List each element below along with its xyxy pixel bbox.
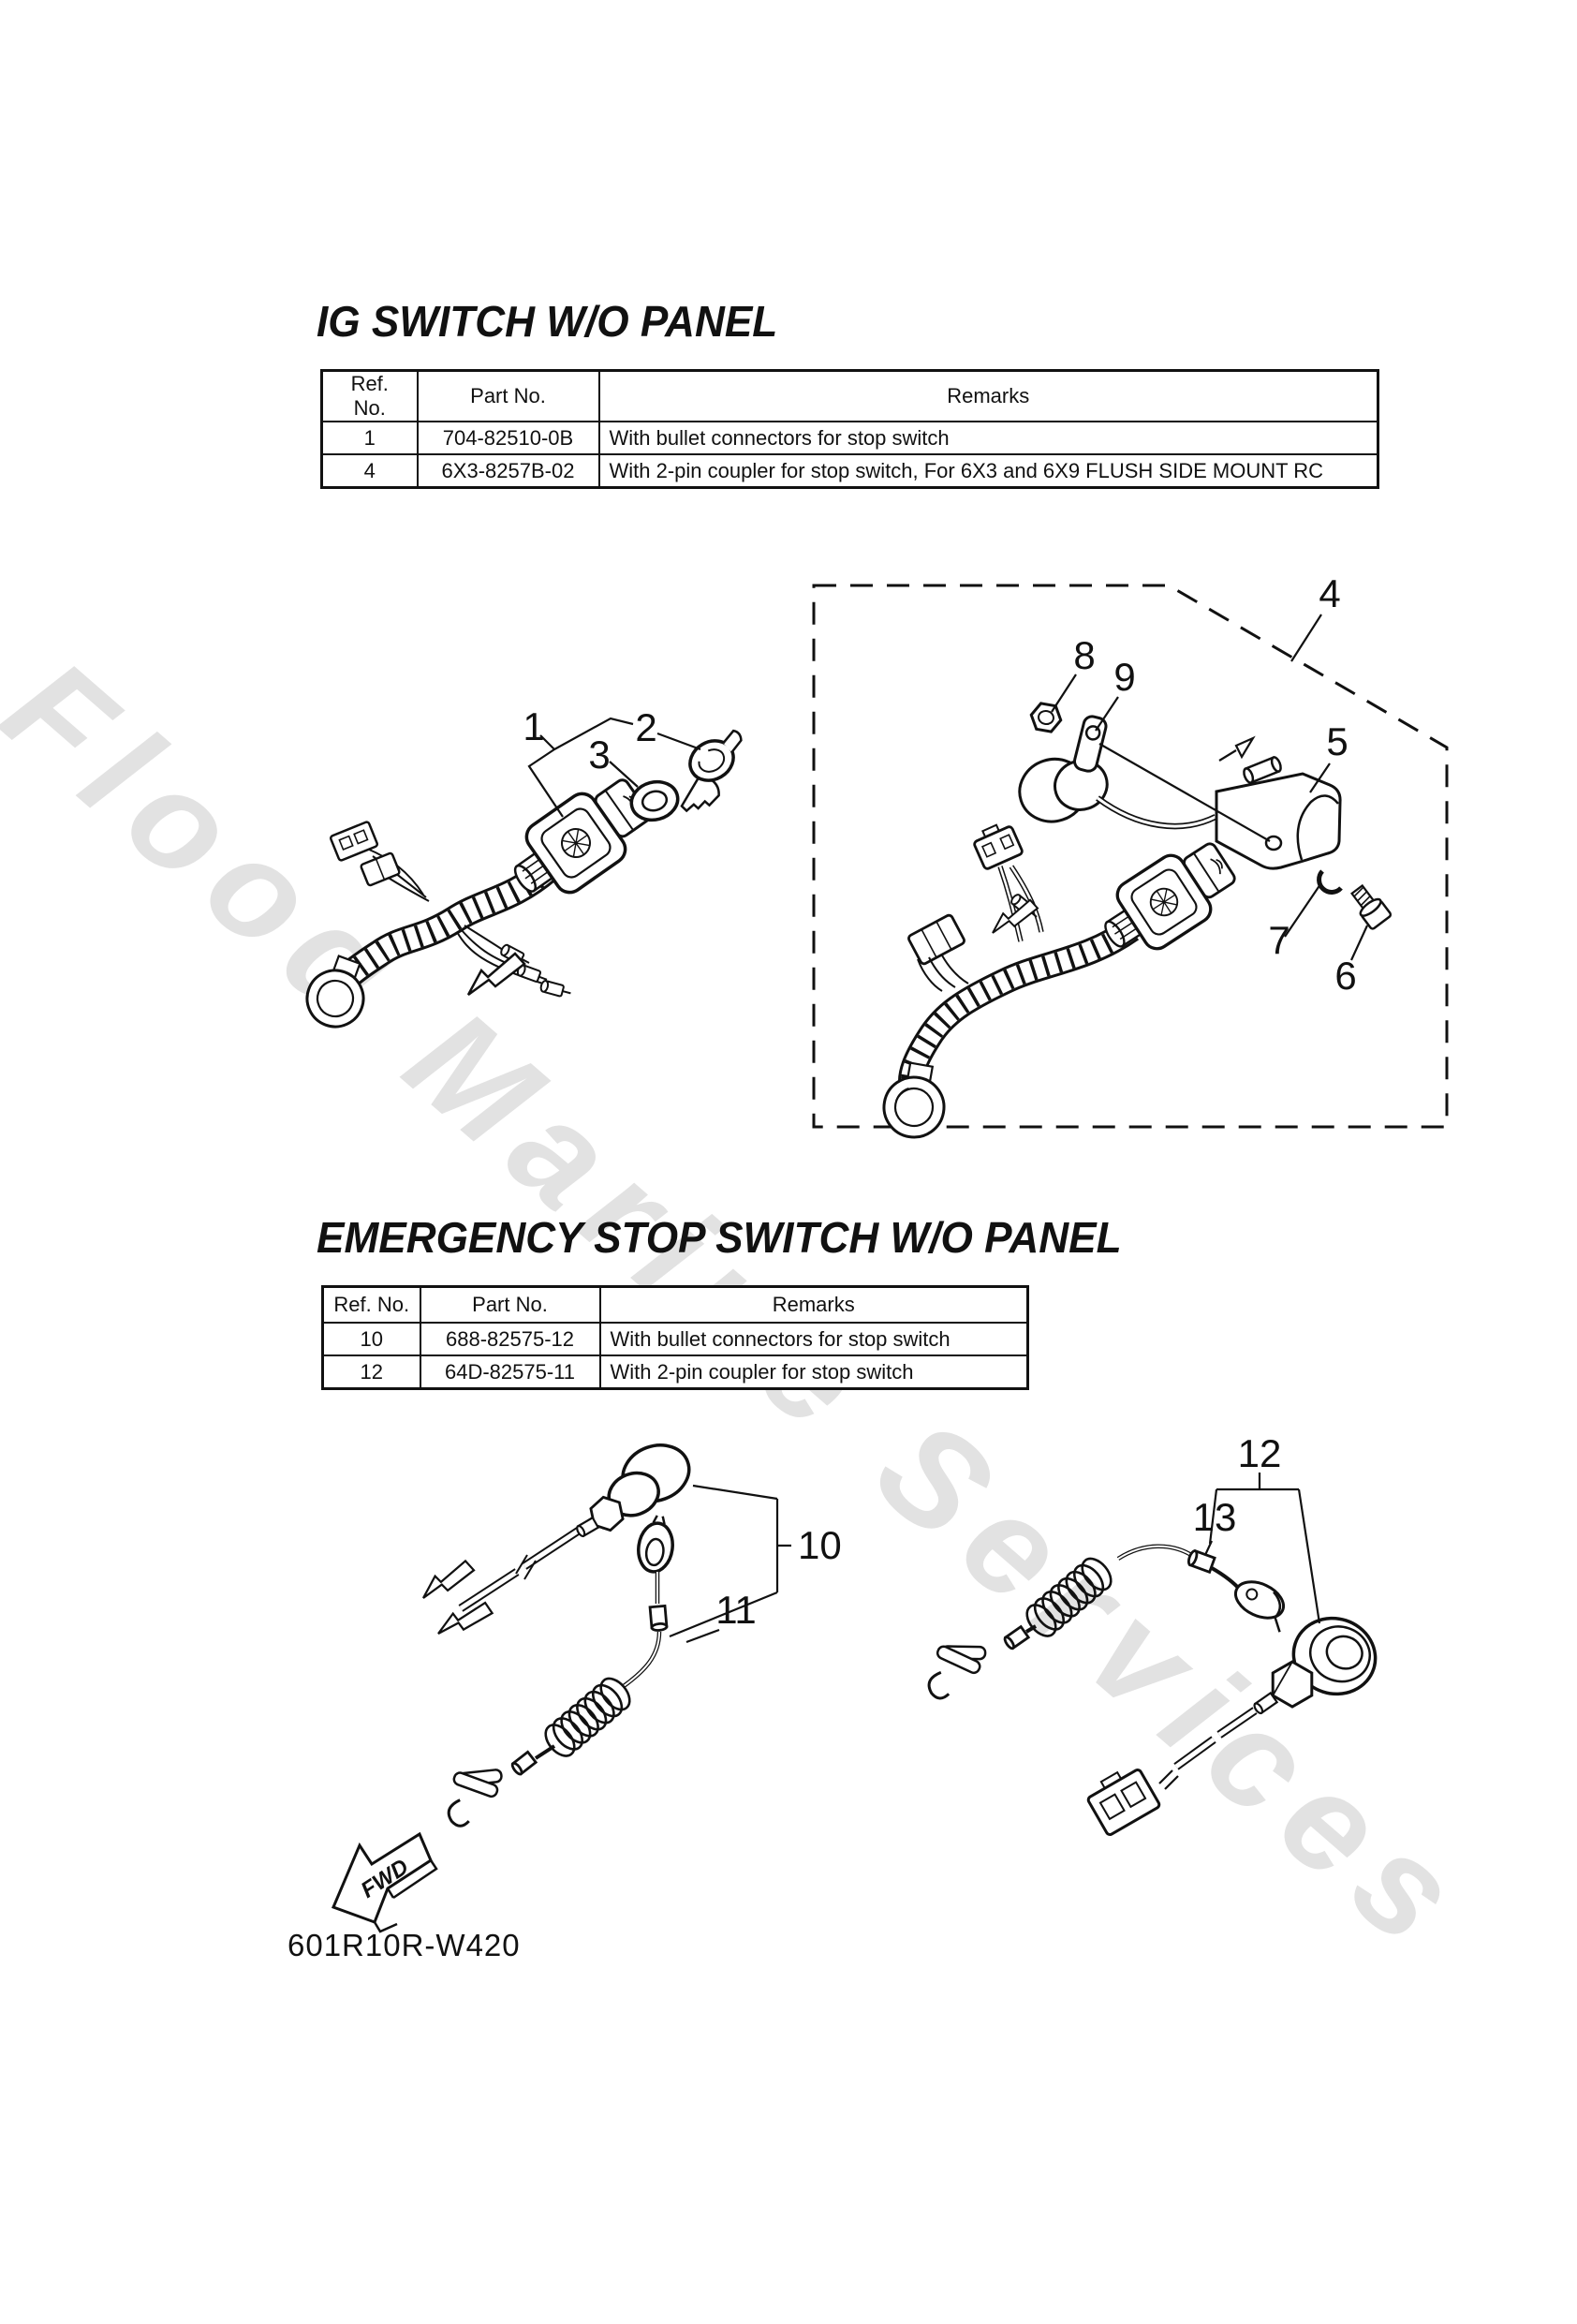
two-pin-connector xyxy=(1086,1769,1161,1836)
part-no-cell: 64D-82575-11 xyxy=(419,1354,601,1390)
ignition-key xyxy=(680,729,743,813)
lanyard-clip-ring xyxy=(637,1515,674,1574)
bolt xyxy=(1350,883,1393,930)
lanyard-hook-clip xyxy=(447,1769,503,1828)
direction-arrow-icon xyxy=(421,1560,476,1600)
part-no-cell: 704-82510-0B xyxy=(416,421,600,455)
ig-switch-parts-table: Ref. No. Part No. Remarks 1 704-82510-0B… xyxy=(320,369,1379,489)
table-row: 12 64D-82575-11 With 2-pin coupler for s… xyxy=(321,1354,1029,1390)
emergency-stop-switch-drawing-12 xyxy=(927,1473,1378,1836)
remarks-cell: With bullet connectors for stop switch xyxy=(597,421,1379,455)
ref-no-cell: 1 xyxy=(320,421,419,455)
callout-1: 1 xyxy=(523,704,544,748)
col-header-ref-no: Ref. No. xyxy=(320,369,419,422)
dashed-assembly-box xyxy=(812,584,1449,1129)
pin-connector xyxy=(907,913,965,966)
ref-no-cell: 4 xyxy=(320,453,419,489)
callout-12: 12 xyxy=(1238,1431,1282,1475)
col-header-part-no: Part No. xyxy=(416,369,600,422)
ig-switch-kit-drawing xyxy=(882,614,1393,1139)
col-header-part-no: Part No. xyxy=(419,1285,601,1324)
table-row: 1 704-82510-0B With bullet connectors fo… xyxy=(320,421,1379,455)
lock-washer-ring xyxy=(629,779,680,822)
round-connector xyxy=(882,1061,946,1139)
two-pin-coupler xyxy=(973,823,1024,870)
part-no-cell: 6X3-8257B-02 xyxy=(416,453,600,489)
ref-no-cell: 12 xyxy=(321,1354,421,1390)
section-title-ig-switch: IG SWITCH W/O PANEL xyxy=(317,297,778,346)
section-title-emergency-stop: EMERGENCY STOP SWITCH W/O PANEL xyxy=(317,1213,1122,1262)
table-header-row: Ref. No. Part No. Remarks xyxy=(321,1285,1029,1324)
rubber-boot xyxy=(1018,757,1109,823)
callout-2: 2 xyxy=(635,705,656,749)
col-header-ref-no: Ref. No. xyxy=(321,1285,421,1324)
drawing-code: 601R10R-W420 xyxy=(287,1928,521,1962)
part-no-cell: 688-82575-12 xyxy=(419,1322,601,1356)
callout-3: 3 xyxy=(588,733,610,777)
callout-11: 11 xyxy=(715,1588,757,1632)
cord-bead xyxy=(648,1604,669,1632)
callout-9: 9 xyxy=(1113,655,1135,699)
lanyard-clip xyxy=(1233,1580,1286,1633)
emergency-stop-switch-drawing-10 xyxy=(421,1443,791,1828)
lock-washer xyxy=(1317,869,1343,895)
nut xyxy=(1029,702,1063,733)
hex-collar xyxy=(589,1495,625,1532)
table-row: 10 688-82575-12 With bullet connectors f… xyxy=(321,1322,1029,1356)
col-header-remarks: Remarks xyxy=(597,369,1379,422)
ref-no-cell: 10 xyxy=(321,1322,421,1356)
pin-connector xyxy=(330,821,378,862)
table-row: 4 6X3-8257B-02 With 2-pin coupler for st… xyxy=(320,453,1379,489)
callout-7: 7 xyxy=(1268,918,1290,962)
nipple xyxy=(1253,1691,1279,1715)
callout-13: 13 xyxy=(1193,1495,1237,1539)
remarks-cell: With bullet connectors for stop switch xyxy=(598,1322,1029,1356)
ig-switch-harness-drawing xyxy=(305,717,743,1029)
nipple xyxy=(576,1516,600,1538)
lanyard-hook-clip xyxy=(927,1645,987,1700)
cylinder-pin xyxy=(1243,755,1282,785)
emergency-stop-parts-table: Ref. No. Part No. Remarks 10 688-82575-1… xyxy=(321,1285,1029,1390)
round-connector xyxy=(305,955,365,1029)
mount-tab xyxy=(1072,715,1108,773)
fwd-arrow-icon: FWD xyxy=(332,1831,438,1933)
callout-4: 4 xyxy=(1319,571,1340,615)
stop-switch-body xyxy=(1291,1616,1378,1696)
mount-bracket xyxy=(1215,772,1342,870)
callout-numbers: 1 2 3 4 5 6 7 8 9 10 11 12 13 xyxy=(523,571,1356,1632)
cord-bead-13 xyxy=(1186,1548,1216,1575)
remarks-cell: With 2-pin coupler for stop switch, For … xyxy=(597,453,1379,489)
callout-8: 8 xyxy=(1073,633,1095,677)
callout-5: 5 xyxy=(1326,719,1348,763)
pin-connector xyxy=(360,851,401,887)
cord-bead xyxy=(510,1750,538,1776)
col-header-remarks: Remarks xyxy=(598,1285,1029,1324)
cord-bead xyxy=(1003,1624,1031,1650)
remarks-cell: With 2-pin coupler for stop switch xyxy=(598,1354,1029,1390)
table-header-row: Ref. No. Part No. Remarks xyxy=(320,369,1379,422)
callout-6: 6 xyxy=(1334,954,1356,998)
hex-body xyxy=(1271,1660,1314,1709)
callout-10: 10 xyxy=(798,1523,842,1567)
